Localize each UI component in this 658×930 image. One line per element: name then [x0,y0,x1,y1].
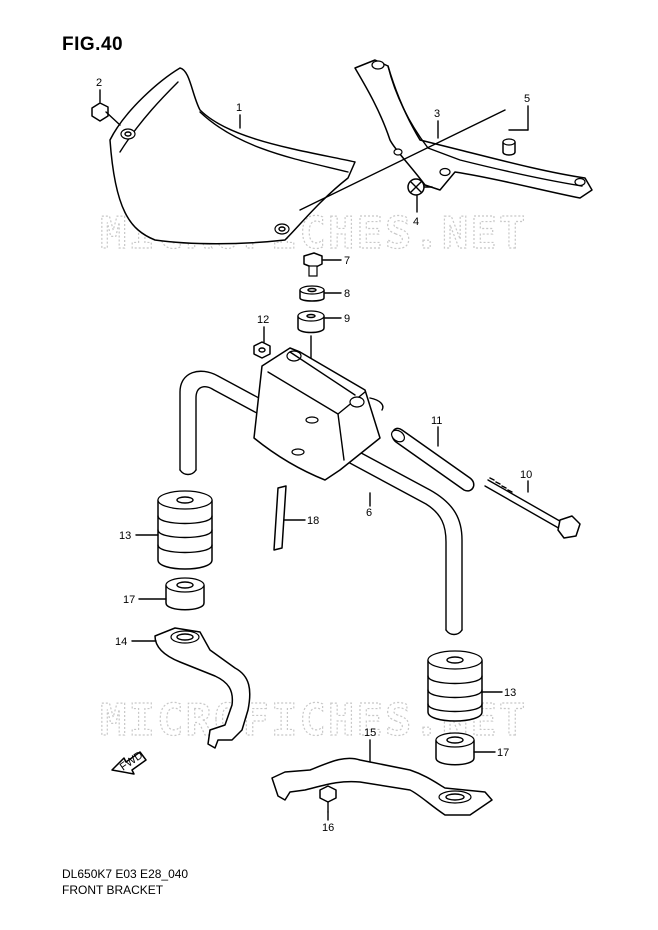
part-12-nut [253,341,271,359]
callout-2: 2 [96,77,102,89]
part-13-left-mount [157,490,213,570]
part-17-right-bush [435,732,475,766]
callout-5: 5 [524,93,530,105]
part-7-bolt [303,252,323,277]
part-2-clip [91,102,121,126]
figure-code: DL650K7 E03 E28_040 [62,867,189,881]
callout-18: 18 [307,515,319,527]
callout-8: 8 [344,288,350,300]
part-17-left-bush [165,577,205,611]
callout-1: 1 [236,102,242,114]
fwd-arrow-icon: FWD [111,749,147,775]
callout-3: 3 [434,108,440,120]
callout-6: 6 [366,507,372,519]
part-9-rubber [297,310,325,363]
part-6-bracket [253,347,384,481]
callout-10: 10 [520,469,532,481]
callout-16: 16 [322,822,334,834]
part-18-strip [273,485,287,551]
callout-11: 11 [431,415,442,427]
callout-12: 12 [257,314,269,326]
figure-caption: FRONT BRACKET [62,883,164,897]
callout-14: 14 [115,636,127,648]
part-5-grommet [502,138,516,156]
part-4-screw [407,178,433,196]
callout-9: 9 [344,313,350,325]
callout-15: 15 [364,727,376,739]
part-13-right-mount [427,650,483,722]
part-10-long-bolt [484,477,581,539]
callouts: 1 2 3 4 5 6 7 8 9 10 11 12 13 13 14 15 [96,77,532,834]
callout-4: 4 [413,216,419,228]
part-14-left-bracket [154,627,251,749]
part-15-right-bracket [271,757,493,816]
part-16-bolt [319,785,337,813]
callout-17-left: 17 [123,594,135,606]
callout-17-right: 17 [497,747,509,759]
callout-7: 7 [344,255,350,267]
part-1-cowling [109,67,356,245]
callout-13-right: 13 [504,687,516,699]
callout-13-left: 13 [119,530,131,542]
part-11-tube [390,427,475,492]
part-8-collar [299,285,325,302]
part-3-upper-bracket [299,59,593,211]
figure-title: FIG.40 [62,34,124,55]
